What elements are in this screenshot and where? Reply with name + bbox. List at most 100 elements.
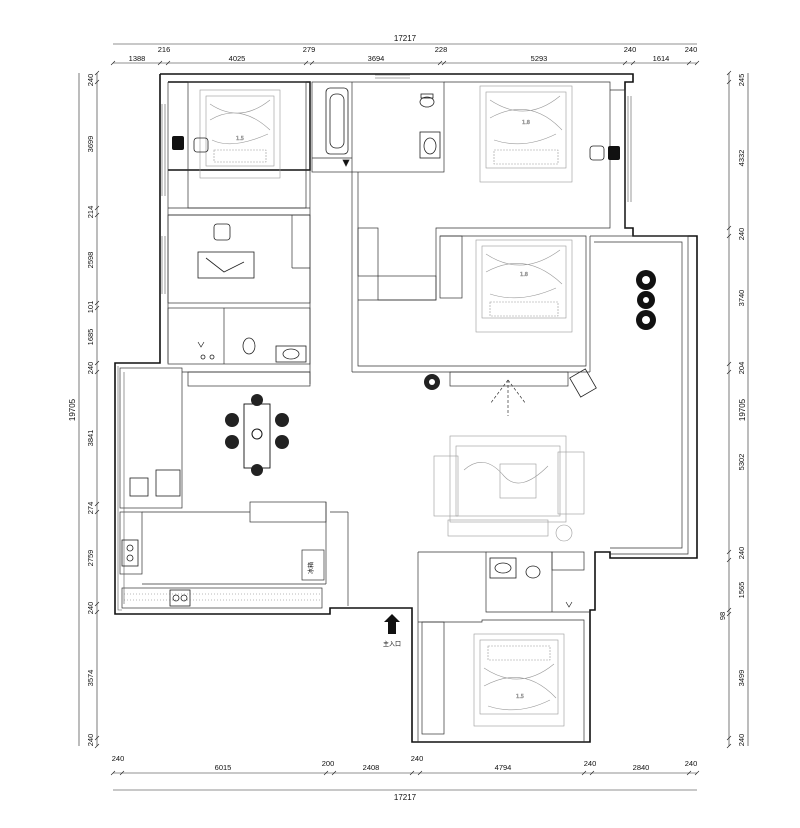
left-dim-8: 274 [86,502,95,515]
top-dim-1: 216 [158,45,171,54]
dimension-lines [78,43,749,791]
lamp-icon [569,368,597,398]
left-dim-2: 214 [86,206,95,219]
left-dim-6: 240 [86,362,95,375]
dimension-tick [686,770,692,776]
bottom-dim-5: 4794 [495,763,512,772]
bed-icon: 1.5 [473,633,565,727]
dimension-tick [94,509,100,515]
right-dimension-labels: 245 4332 240 3740 204 5302 240 1565 98 3… [718,74,746,747]
left-dim-10: 240 [86,602,95,615]
top-dim-7: 240 [624,45,637,54]
desk-chair-icon [193,137,605,279]
left-dim-0: 240 [86,74,95,87]
left-dim-7: 3841 [86,430,95,447]
right-dim-0: 245 [737,74,746,87]
dimension-tick [726,607,732,613]
stove-icon [121,469,191,607]
top-dim-8: 1614 [653,54,670,63]
dimension-tick [94,79,100,85]
left-dim-5: 1685 [86,329,95,346]
right-dim-5: 5302 [737,454,746,471]
countertop-pattern [124,593,320,601]
right-dim-4: 204 [737,362,746,375]
tv-view-indicator [489,379,527,416]
dimension-tick [157,60,163,66]
right-dim-2: 240 [737,228,746,241]
dimension-tick [119,770,125,776]
dimension-tick [110,770,116,776]
bathtub-icon [325,87,350,167]
bed-size-label-2: 1.8 [522,120,530,126]
right-dim-9: 3499 [737,670,746,687]
dimension-tick [94,70,100,76]
dimension-tick [94,601,100,607]
dimension-tick [726,549,732,555]
right-dim-1: 4332 [737,150,746,167]
fridge-label: 冰箱 [307,562,315,574]
right-dim-7: 1565 [737,582,746,599]
dimension-tick [726,369,732,375]
right-dim-8: 98 [718,612,727,620]
bed-icon: 1.8 [479,85,573,183]
left-dim-3: 2598 [86,252,95,269]
dimension-tick [694,770,700,776]
dimension-tick [589,770,595,776]
dimension-tick [94,360,100,366]
left-dimension-labels: 240 3699 214 2598 101 1685 240 3841 274 … [86,74,95,747]
bottom-dim-4: 240 [411,754,424,763]
top-dim-4: 3694 [368,54,385,63]
left-total-dimension: 19705 [68,398,77,421]
dimension-tick [417,770,423,776]
bottom-dim-1: 6015 [215,763,232,772]
toilet-icon [242,93,541,579]
dimension-tick [581,770,587,776]
dimension-tick [94,205,100,211]
right-dim-10: 240 [737,734,746,747]
top-dim-6: 5293 [531,54,548,63]
dining-table-icon [225,394,289,476]
dimension-tick [630,60,636,66]
top-total-dimension: 17217 [394,34,417,43]
top-dimension-labels: 1388 216 4025 279 3694 228 5293 240 1614… [129,45,698,63]
bed-size-label-1: 1.5 [236,136,244,142]
dimension-tick [165,60,171,66]
top-dim-0: 1388 [129,54,146,63]
dimension-tick [94,300,100,306]
right-dim-6: 240 [737,547,746,560]
dimension-tick [726,225,732,231]
bottom-dim-6: 240 [584,759,597,768]
right-dim-3: 3740 [737,290,746,307]
decor-icon [636,270,656,330]
left-dim-11: 3574 [86,670,95,687]
bottom-dim-0: 240 [112,754,125,763]
top-dim-3: 279 [303,45,316,54]
interior-walls [119,81,689,742]
windows [117,74,632,611]
bed-size-label-4: 1.5 [516,694,524,700]
dimension-tick [694,60,700,66]
dimension-tick [726,743,732,749]
dimension-tick [94,735,100,741]
bed-size-label-3: 1.8 [520,272,528,278]
left-dim-12: 240 [86,734,95,747]
entrance-label: 主入口 [383,640,401,648]
dimension-tick [94,743,100,749]
dimension-tick [94,609,100,615]
floor-drain-icon [197,341,573,608]
dimension-tick [323,770,329,776]
dimension-tick [726,611,732,617]
bottom-dim-8: 240 [685,759,698,768]
dimension-tick [110,60,116,66]
dimension-tick [303,60,309,66]
bottom-dim-3: 2408 [363,763,380,772]
bed-icon: 1.5 [199,89,281,179]
left-dim-9: 2759 [86,550,95,567]
dimension-tick [726,70,732,76]
phone-icon [172,136,620,160]
dimension-tick [94,305,100,311]
dimension-tick [726,361,732,367]
right-total-dimension: 19705 [738,398,747,421]
bottom-dim-7: 2840 [633,763,650,772]
